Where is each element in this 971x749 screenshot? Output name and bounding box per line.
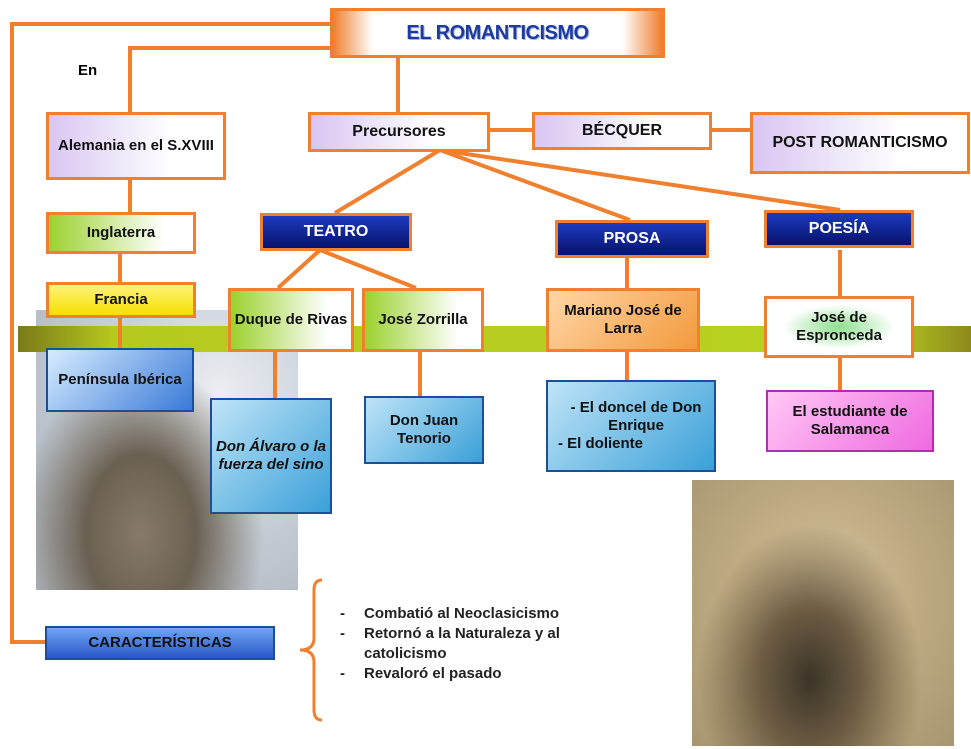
node-poesia: POESÍA (764, 210, 914, 248)
list-item: -Retornó a la Naturaleza y al (340, 625, 560, 642)
node-el-estudiante-de-salamanca: El estudiante de Salamanca (766, 390, 934, 452)
node-becquer: BÉCQUER (532, 112, 712, 150)
node-precursores: Precursores (308, 112, 490, 152)
node-post-romanticismo: POST ROMANTICISMO (750, 112, 970, 174)
list-item: catolicismo (364, 645, 447, 662)
node-duque-de-rivas: Duque de Rivas (228, 288, 354, 352)
node-caracteristicas: CARACTERÍSTICAS (45, 626, 275, 660)
node-peninsula: Península Ibérica (46, 348, 194, 412)
node-alemania: Alemania en el S.XVIII (46, 112, 226, 180)
larra-work-1: - El doncel de Don Enrique (570, 399, 702, 434)
node-francia: Francia (46, 282, 196, 318)
en-label: En (78, 62, 98, 79)
list-item: -Revaloró el pasado (340, 665, 502, 682)
node-don-alvaro: Don Álvaro o la fuerza del sino (210, 398, 332, 514)
node-prosa: PROSA (555, 220, 709, 258)
goya-pelele-painting (692, 480, 954, 746)
node-teatro: TEATRO (260, 213, 412, 251)
node-don-juan-tenorio: Don Juan Tenorio (364, 396, 484, 464)
list-item: -Combatió al Neoclasicismo (340, 605, 560, 622)
larra-work-2: - El doliente (558, 435, 644, 452)
node-jose-de-espronceda: José de Espronceda (764, 296, 914, 358)
node-larra-works: - El doncel de Don Enrique - El doliente (546, 380, 716, 472)
node-inglaterra: Inglaterra (46, 212, 196, 254)
node-jose-zorrilla: José Zorrilla (362, 288, 484, 352)
node-mariano-jose-de-larra: Mariano José de Larra (546, 288, 700, 352)
caracteristicas-list: -Combatió al Neoclasicismo -Retornó a la… (340, 604, 560, 684)
page-title: EL ROMANTICISMO (330, 8, 665, 58)
